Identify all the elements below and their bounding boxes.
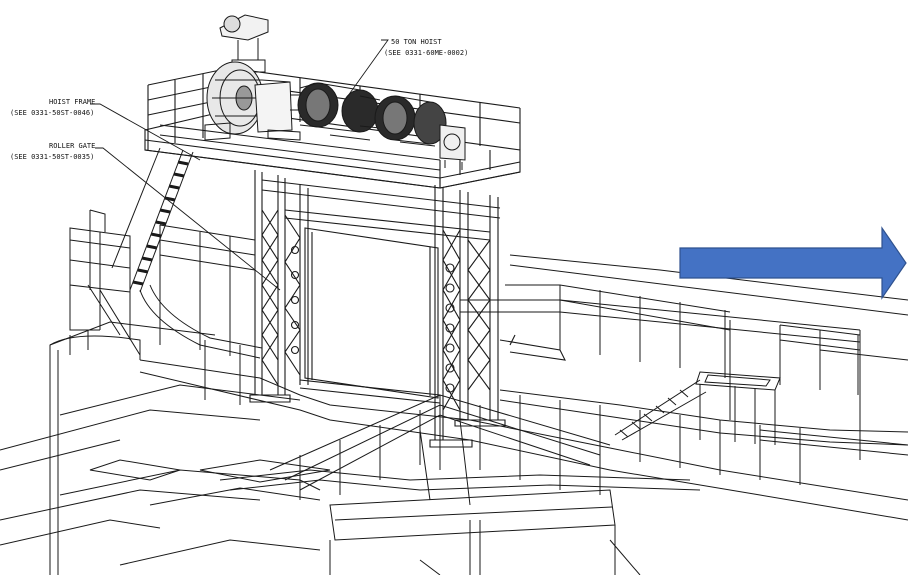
concrete-structure: [0, 254, 908, 575]
hoist-reference: (SEE 0331-60ME-0002): [384, 49, 468, 57]
roller-gate-label: ROLLER GATE: [49, 142, 95, 150]
hoist-frame-reference: (SEE 0331-50ST-0046): [10, 109, 94, 117]
foreground-railing: [219, 394, 701, 506]
roller-gate-reference: (SEE 0331-50ST-0035): [10, 153, 94, 161]
right-arrow-icon: [679, 226, 907, 300]
hoist-frame-label: HOIST FRAME: [49, 98, 95, 106]
callout-hoist: 50 TON HOIST (SEE 0331-60ME-0002): [384, 38, 468, 57]
callout-hoist-frame: HOIST FRAME (SEE 0331-50ST-0046): [10, 98, 95, 117]
roller-gate-leader-line: [95, 147, 281, 291]
hoist-machinery: [204, 14, 466, 170]
roller-gate: [290, 227, 566, 399]
callout-roller-gate: ROLLER GATE (SEE 0331-50ST-0035): [10, 142, 95, 161]
hoist-label: 50 TON HOIST: [391, 38, 442, 46]
leader-lines: [90, 39, 389, 291]
right-railings: [499, 284, 908, 485]
left-access-stairs: [69, 147, 263, 405]
hoist-frame-leader-line: [90, 103, 201, 161]
hoist-leader-line: [344, 39, 389, 101]
hoist-frame: [249, 170, 506, 448]
